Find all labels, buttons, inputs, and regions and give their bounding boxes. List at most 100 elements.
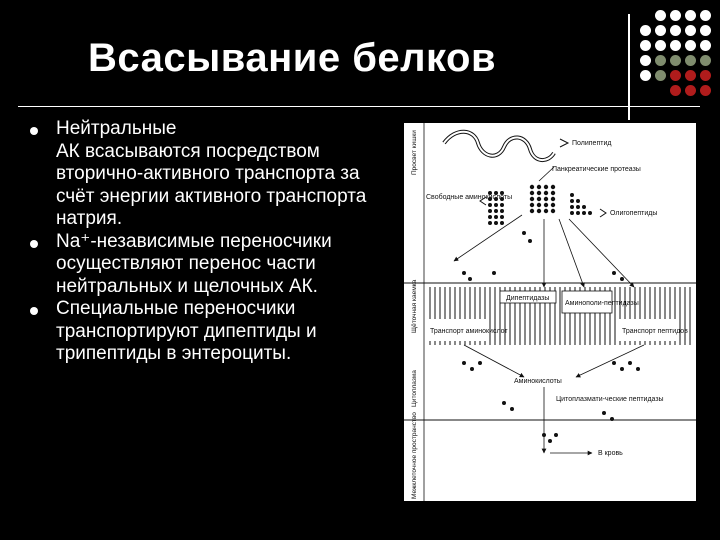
box-peptide-transport — [618, 319, 678, 341]
arrow — [575, 344, 645, 378]
amino-acid-dot — [536, 184, 542, 190]
amino-acid-dot — [536, 208, 542, 214]
decor-dot — [640, 70, 651, 81]
decor-dot — [670, 25, 681, 36]
amino-acid-dot — [500, 221, 504, 225]
amino-acid-dot — [570, 205, 574, 209]
amino-acid-dot — [488, 215, 492, 219]
label-peptide-transport: Транспорт пептидов — [622, 328, 688, 335]
decor-dot — [670, 70, 681, 81]
bullet-dot-icon — [30, 127, 38, 135]
pointer-line — [538, 166, 555, 182]
decor-dot — [670, 40, 681, 51]
amino-acid-dot — [462, 271, 466, 275]
amino-acid-dot — [500, 191, 504, 195]
amino-acid-dot — [536, 196, 542, 202]
decor-dot — [640, 55, 651, 66]
amino-acid-dot — [628, 361, 632, 365]
amino-acid-dot — [494, 203, 498, 207]
label-aminopeptidases: Аминополи-пептидазы — [565, 300, 639, 307]
label-aa-transport: Транспорт аминокислот — [430, 328, 508, 335]
decor-dot — [670, 85, 681, 96]
amino-acid-dot — [570, 199, 574, 203]
zone-label-brush-border: Щёточная каемка — [411, 279, 418, 333]
decor-dot — [700, 40, 711, 51]
box-dipeptidases — [499, 290, 557, 304]
amino-acid-dot — [536, 190, 542, 196]
slide-title: Всасывание белков — [88, 36, 497, 80]
amino-acid-dot — [488, 221, 492, 225]
amino-acid-dot — [502, 401, 506, 405]
amino-acid-dot — [488, 191, 492, 195]
amino-acid-dot — [529, 184, 535, 190]
amino-acid-dot — [468, 277, 472, 281]
amino-acid-dot — [492, 271, 496, 275]
amino-acid-dot — [550, 208, 556, 214]
amino-acid-dot — [543, 208, 549, 214]
amino-acid-dot — [529, 190, 535, 196]
label-free-aa: Свободные аминокислоты — [426, 193, 512, 201]
label-to-blood: В кровь — [598, 450, 623, 457]
label-amino-acids: Аминокислоты — [514, 378, 562, 385]
amino-acid-dot — [582, 205, 586, 209]
decor-dot — [700, 55, 711, 66]
amino-acid-dot — [494, 221, 498, 225]
label-pancreatic: Панкреатические протеазы — [552, 166, 641, 173]
arrow — [463, 344, 525, 378]
bullet-item: Специальные переносчики транспортируют д… — [30, 298, 390, 366]
amino-acid-dot — [478, 361, 482, 365]
bullet-item: Нейтральные АК всасываются посредством в… — [30, 118, 390, 231]
label-dipeptidases: Дипептидазы — [506, 295, 549, 302]
decor-dot — [685, 85, 696, 96]
amino-acid-dot — [620, 367, 624, 371]
amino-acid-dot — [576, 205, 580, 209]
decor-dot — [655, 10, 666, 21]
amino-acid-dot — [536, 202, 542, 208]
decor-dot — [685, 55, 696, 66]
chevron-right-icon — [599, 208, 607, 218]
amino-acid-dot — [554, 433, 558, 437]
decor-dot — [685, 10, 696, 21]
decor-dot — [700, 10, 711, 21]
amino-acid-dot — [550, 196, 556, 202]
amino-acid-dot — [576, 199, 580, 203]
amino-acid-dot — [543, 202, 549, 208]
decor-dot — [700, 85, 711, 96]
chevron-left-icon — [479, 196, 487, 206]
amino-acid-dot — [636, 367, 640, 371]
bullet-dot-icon — [30, 307, 38, 315]
amino-acid-dot — [494, 191, 498, 195]
amino-acid-dot — [500, 209, 504, 213]
box-aminopeptidases — [561, 290, 613, 314]
label-polypeptide: Полипептид — [572, 140, 611, 147]
lumen-amino-acid-dots — [462, 184, 624, 281]
amino-acid-dot — [576, 211, 580, 215]
decor-dot — [655, 25, 666, 36]
amino-acid-dot — [543, 190, 549, 196]
decor-dot — [655, 40, 666, 51]
decor-dot — [685, 40, 696, 51]
amino-acid-dot — [542, 433, 546, 437]
amino-acid-dot — [602, 411, 606, 415]
amino-acid-dot — [588, 211, 592, 215]
amino-acid-dot — [462, 361, 466, 365]
decor-dot — [670, 10, 681, 21]
decor-dot — [685, 70, 696, 81]
bullet-text: Специальные переносчики транспортируют д… — [56, 298, 317, 364]
cytoplasm-dots — [462, 361, 640, 443]
amino-acid-dot — [543, 196, 549, 202]
amino-acid-dot — [570, 211, 574, 215]
amino-acid-dot — [500, 203, 504, 207]
amino-acid-dot — [494, 209, 498, 213]
amino-acid-dot — [550, 202, 556, 208]
amino-acid-dot — [470, 367, 474, 371]
amino-acid-dot — [610, 417, 614, 421]
amino-acid-dot — [548, 439, 552, 443]
amino-acid-dot — [550, 184, 556, 190]
amino-acid-dot — [620, 277, 624, 281]
bullet-text: Na⁺-независимые переносчики осуществляют… — [56, 230, 332, 297]
zone-label-cytoplasm: Цитоплазма — [411, 370, 418, 407]
decor-dot — [700, 70, 711, 81]
box-aa-transport — [428, 319, 488, 341]
amino-acid-dot — [488, 203, 492, 207]
